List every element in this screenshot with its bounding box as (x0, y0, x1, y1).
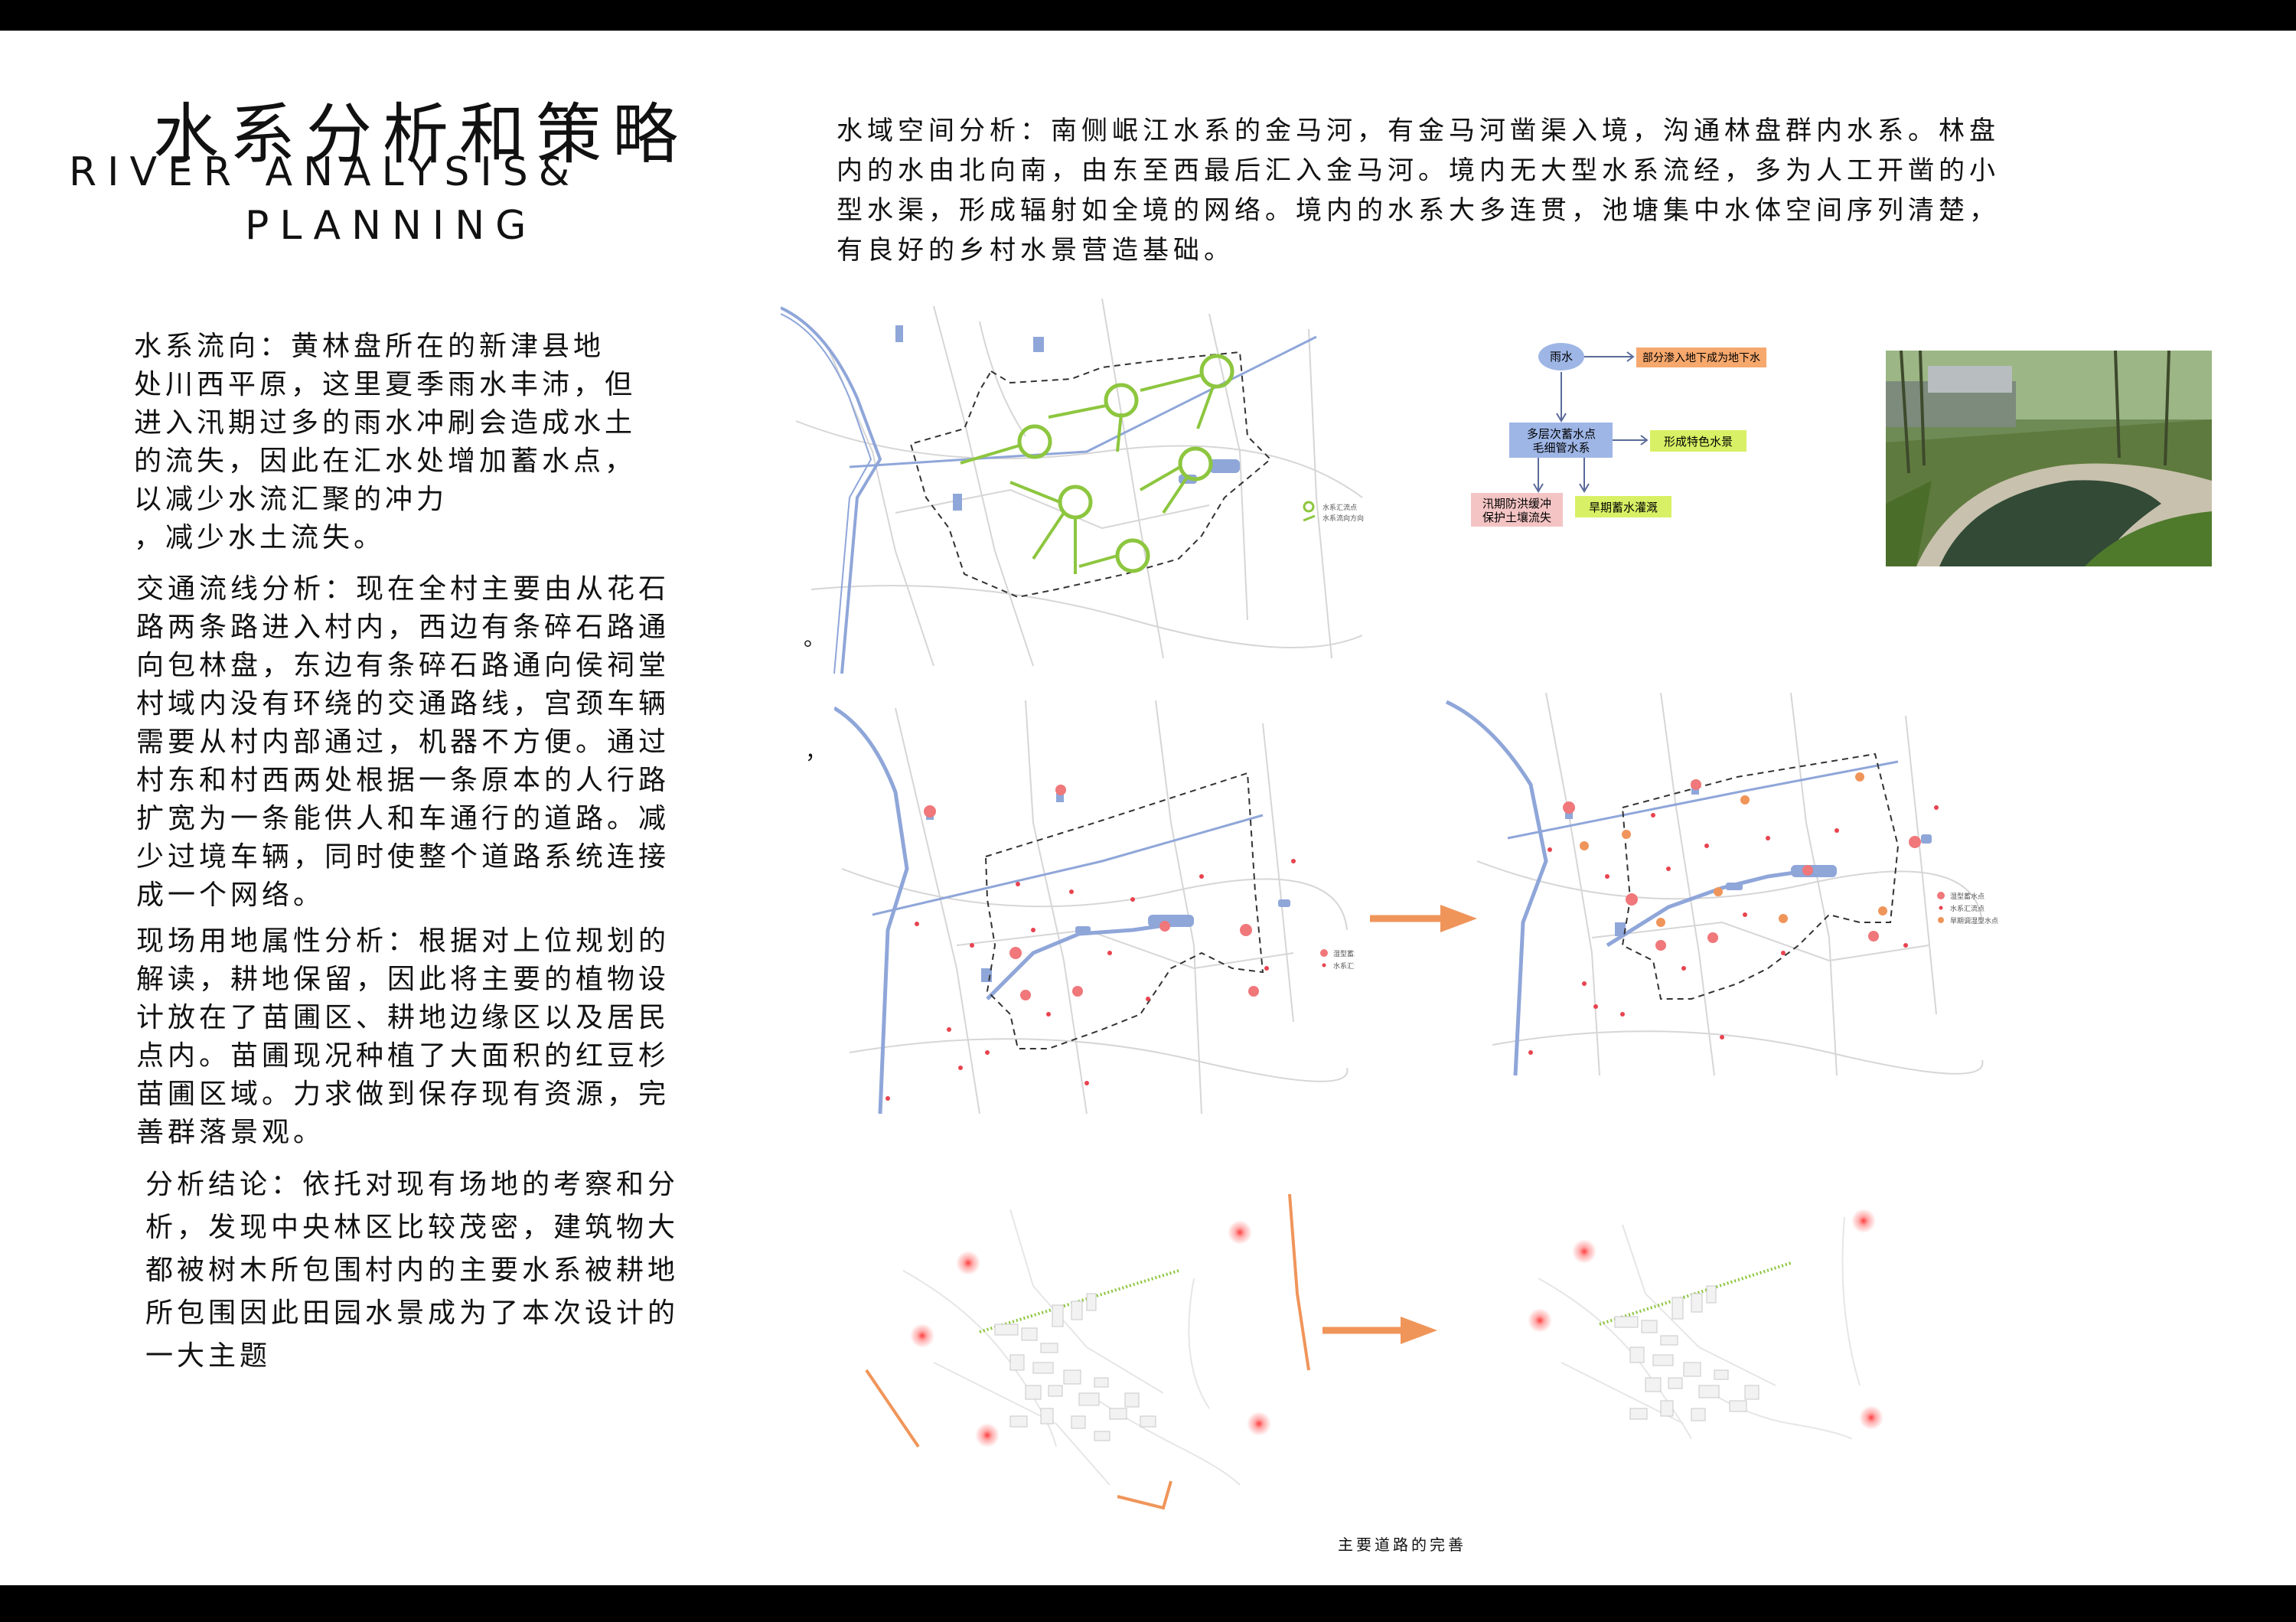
map2-legend-item2: 水系汇流点 (1333, 961, 1355, 971)
title-chinese: 水系分析和策略 (153, 96, 689, 173)
map3-legend-item1: 湿型蓄水点 (1950, 892, 1985, 901)
flowchart-storage-line2: 毛细管水系 (1532, 441, 1590, 455)
flowchart-rain-node (1538, 343, 1584, 370)
map1-legend-item2: 水系流向方向 (1322, 514, 1364, 523)
flowchart-infiltrate-box (1636, 348, 1766, 367)
arrow-road-transition (1322, 1317, 1437, 1344)
flowchart-storage-box (1509, 423, 1613, 458)
intro-paragraph: 水域空间分析：南侧岷江水系的金马河，有金马河凿渠入境，沟通林盘群内水系。林盘 内… (837, 116, 2000, 266)
canal-photo (1886, 351, 2212, 566)
flowchart-drought-box (1575, 496, 1671, 517)
flowchart-drought-label: 旱期蓄水灌溉 (1589, 501, 1658, 514)
map1-legend-item1: 水系汇流点 (1322, 503, 1357, 512)
flowchart-flood-box (1471, 493, 1563, 527)
section-landuse: 现场用地属性分析：根据对上位规划的 解读，耕地保留，因此将主要的植物设 计放在了… (136, 925, 670, 1148)
bottom-band (0, 1585, 2296, 1622)
flowchart-landscape-label: 形成特色水景 (1664, 435, 1733, 449)
stray-comma: ， (805, 739, 827, 764)
flowchart-infiltrate-label: 部分渗入地下成为地下水 (1642, 352, 1760, 364)
section-traffic: 交通流线分析：现在全村主要由从花石 路两条路进入村内，西边有条碎石路通 向包林盘… (136, 573, 670, 911)
section-water-flow: 水系流向：黄林盘所在的新津县地 处川西平原，这里夏季雨水丰沛，但 进入汛期过多的… (134, 331, 637, 553)
map2-legend-item1: 湿型蓄水点 (1333, 949, 1355, 958)
road-network-current-map (865, 1194, 1310, 1510)
map3-legend-item2: 水系汇流点 (1950, 904, 1985, 913)
title-english-line2: Planning (245, 203, 537, 249)
road-network-planned-map (1528, 1209, 1883, 1439)
water-strategy-flowchart: 雨水 部分渗入地下成为地下水 多层次蓄水点 毛细管水系 形成特色水景 汛期防洪缓… (1471, 343, 1766, 527)
storage-points-planned-map: 湿型蓄水点 水系汇流点 旱期调湿型水点 (1445, 693, 1998, 1076)
storage-points-current-map: 湿型蓄水点 水系汇流点 (834, 700, 1355, 1115)
water-flow-map: 水系汇流点 水系流向方向 (781, 299, 1364, 674)
section-conclusion: 分析结论：依托对现有场地的考察和分 析，发现中央林区比较茂密，建筑物大 都被树木… (145, 1169, 680, 1372)
top-band (0, 0, 2296, 31)
road-caption: 主要道路的完善 (1338, 1536, 1466, 1554)
title-english-line1: River Analysis& (69, 149, 581, 195)
flowchart-flood-line1: 汛期防洪缓冲 (1482, 497, 1551, 511)
arrow-storage-transition (1370, 905, 1477, 932)
flowchart-storage-line1: 多层次蓄水点 (1527, 427, 1596, 441)
flowchart-flood-line2: 保护土壤流失 (1482, 511, 1551, 524)
flowchart-rain-label: 雨水 (1550, 350, 1573, 364)
flowchart-landscape-box (1650, 430, 1746, 452)
map3-legend-item3: 旱期调湿型水点 (1950, 916, 1998, 925)
stray-dot: 。 (804, 625, 826, 651)
